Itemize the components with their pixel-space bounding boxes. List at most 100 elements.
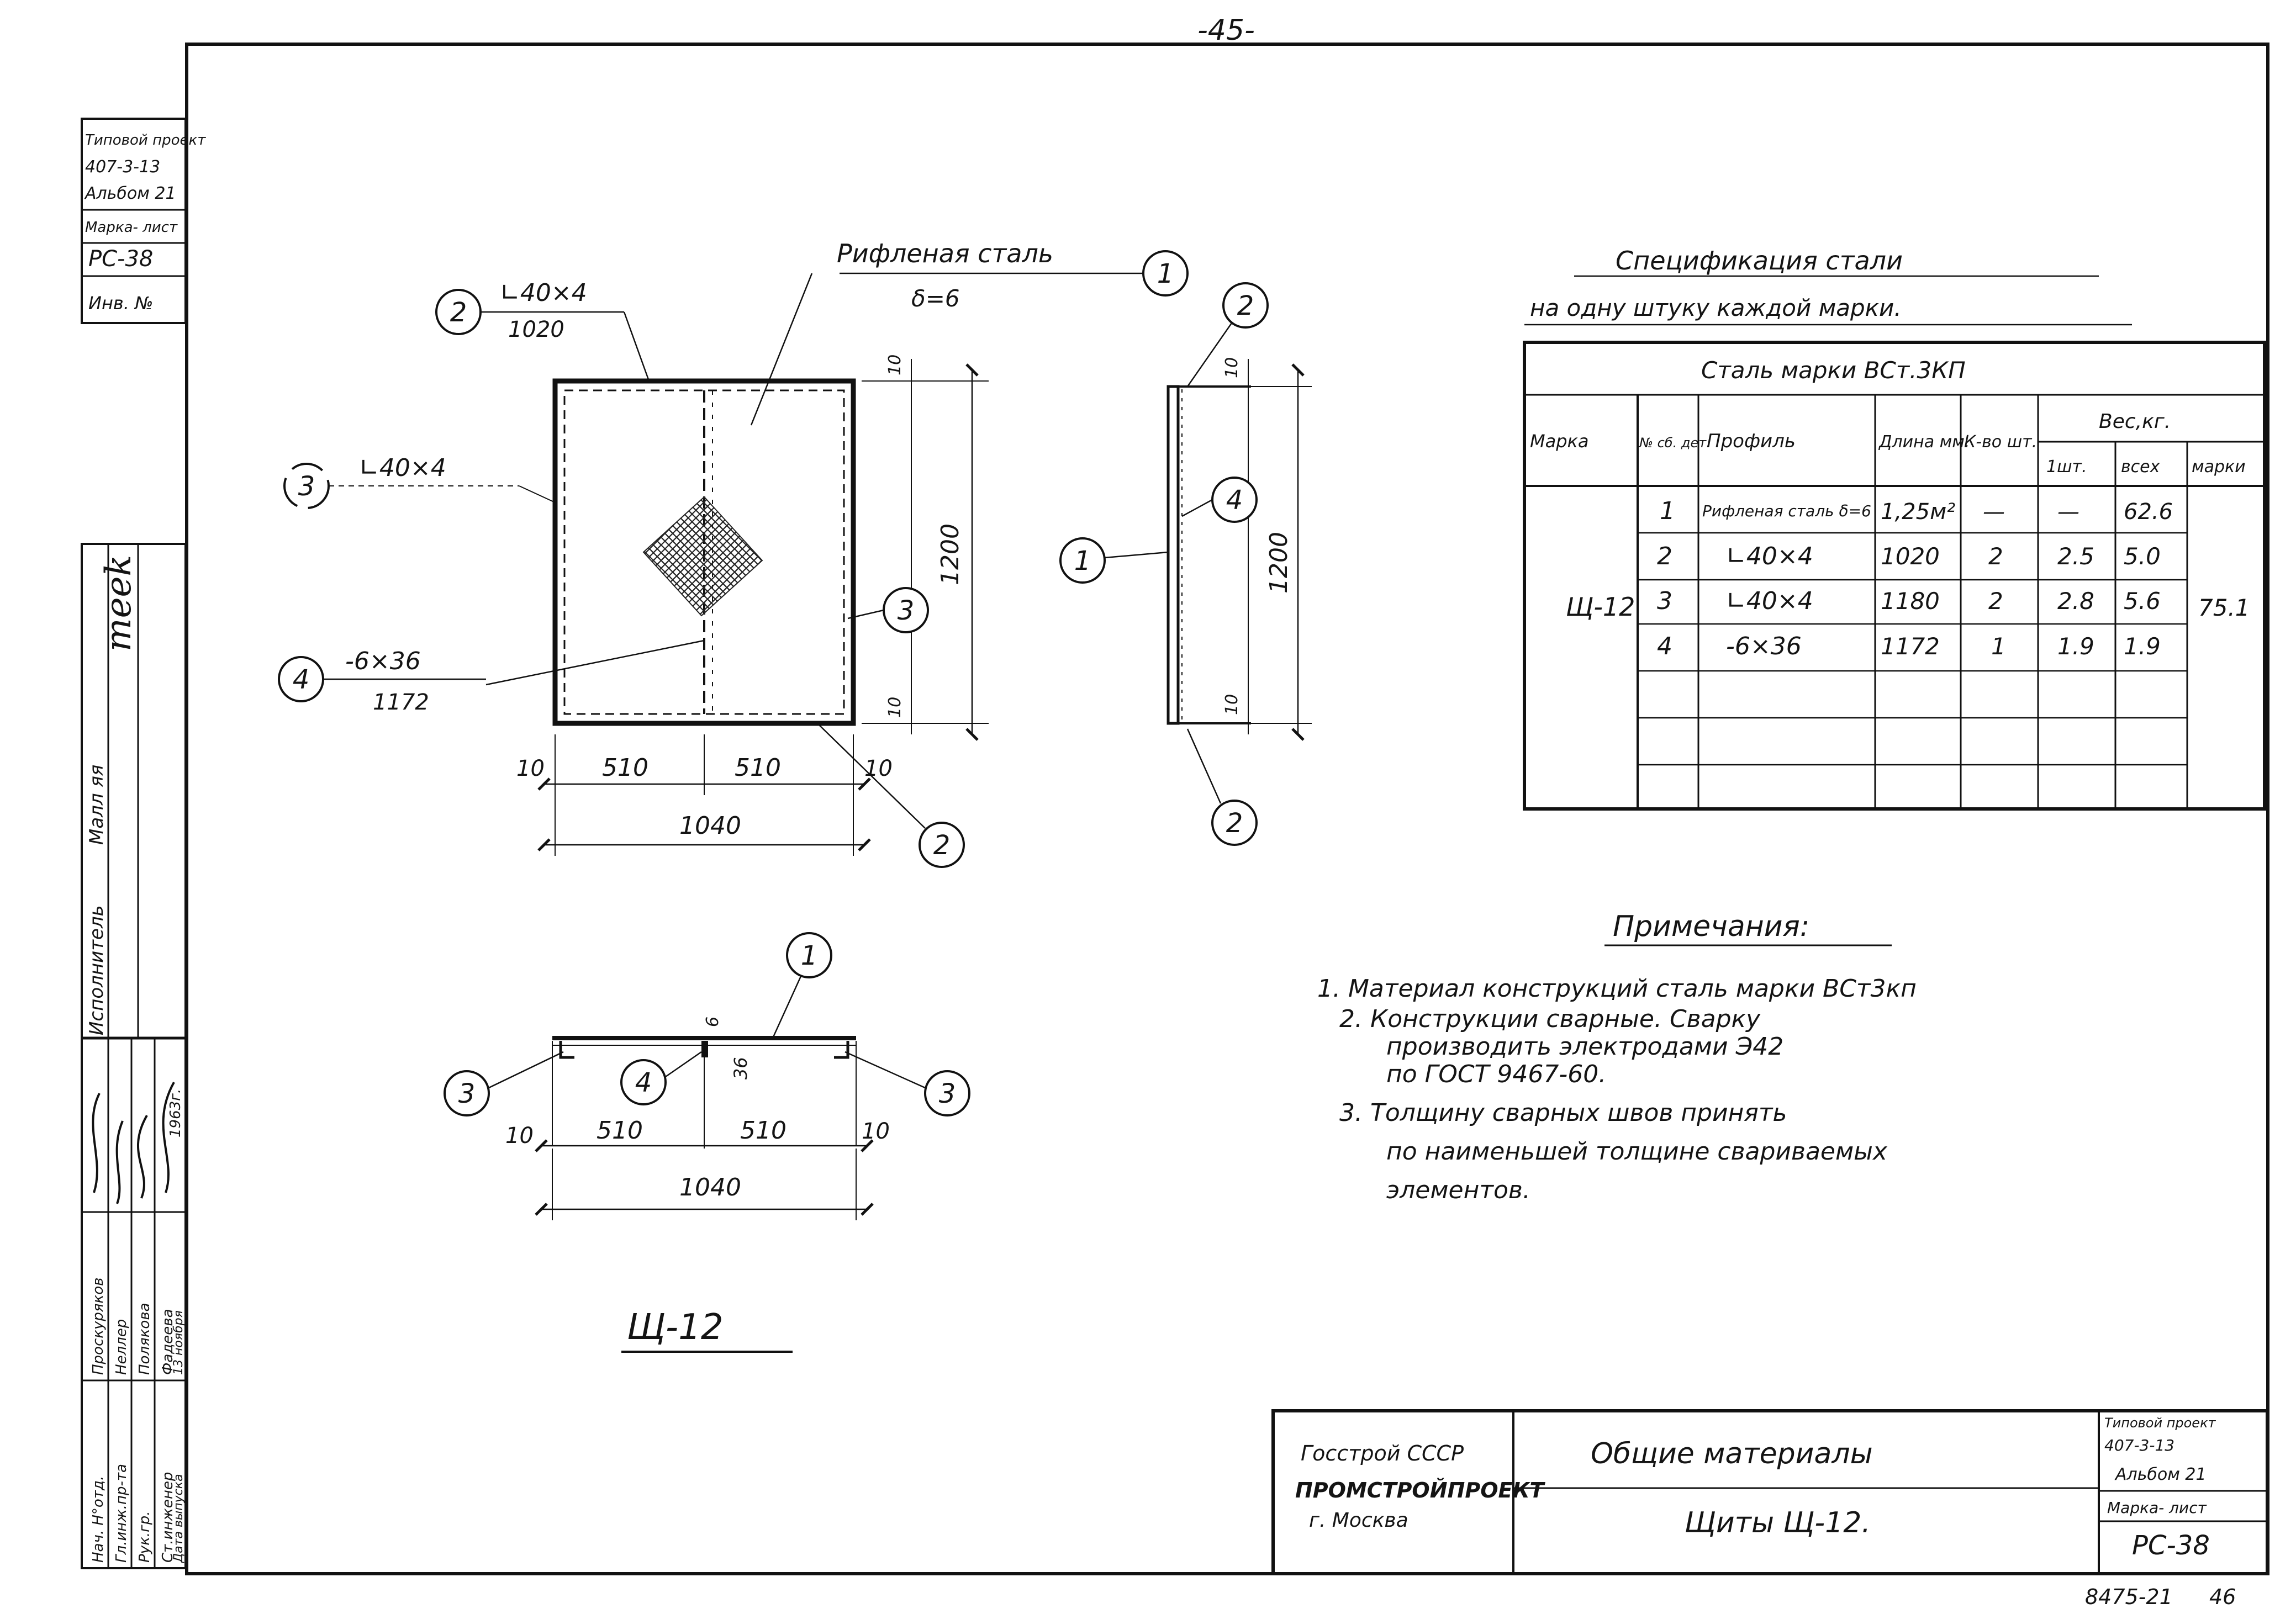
notes-line-1: 1. Материал конструкций сталь марки ВСт3… (1317, 975, 1917, 1003)
section-dim-edge-right: 10 (862, 1119, 890, 1144)
section-dim-strip: 36 (730, 1057, 751, 1079)
spec-row-3-no: 3 (1657, 587, 1672, 615)
section-callout-4-label: 4 (635, 1067, 652, 1098)
tb-project: Типовой проект (2104, 1415, 2216, 1431)
side-callout-2-bottom (1211, 800, 1258, 846)
section-dim-edge-left: 10 (505, 1123, 534, 1149)
spec-row-1-no: 1 (1660, 497, 1675, 525)
stamp-year: 1963г. (167, 1089, 184, 1137)
spec-row-3-profile: ∟40×4 (1726, 587, 1813, 615)
spec-header-mark: Марка (1530, 431, 1588, 452)
side-callout-2-bottom-label: 2 (1226, 808, 1243, 839)
tb-mark-value: РС-38 (2132, 1530, 2210, 1561)
spec-header-part: № сб. дет. (1638, 435, 1711, 451)
spec-row-1-qty: — (1983, 499, 2005, 525)
spec-row-4-total: 1.9 (2124, 633, 2161, 660)
spec-header-profile: Профиль (1707, 430, 1796, 452)
stamp-executor-name: Малл яя (86, 765, 108, 845)
stamp-mark-value: РС-38 (88, 246, 153, 272)
spec-row-4: 4 -6×36 1172 1 1.9 1.9 (1657, 632, 2161, 660)
section-callout-1-label: 1 (801, 940, 818, 971)
footer-number: 46 (2209, 1585, 2236, 1609)
tb-album: Альбом 21 (2114, 1465, 2207, 1484)
stamp-name-4: Фадеева (160, 1309, 176, 1375)
plan-dim-bottom: 10 (885, 697, 905, 718)
plan-callout-3-right-label: 3 (898, 595, 915, 626)
stamp-name-1: Проскуряков (90, 1278, 107, 1375)
stamp-role-3: Рук.гр. (136, 1511, 153, 1563)
section-view: 10 510 510 10 1040 36 6 1 3 4 3 (444, 932, 970, 1220)
section-callout-3-right-label: 3 (939, 1078, 956, 1109)
stamp-role-2: Гл.инж.пр-та (113, 1464, 130, 1563)
spec-header-w-mark: марки (2192, 457, 2246, 477)
spec-header-weight: Вес,кг. (2099, 410, 2171, 433)
stamp-project-number: 407-3-13 (85, 157, 160, 177)
section-callout-3-right (924, 1070, 970, 1116)
stamp-executor-signature: meek (98, 555, 139, 652)
plan-callout-4-profile: -6×36 (345, 647, 421, 675)
spec-row-3-length: 1180 (1881, 588, 1940, 615)
section-callout-1 (786, 932, 832, 978)
spec-row-1: 1 Рифленая сталь δ=6 1,25м² — — 62.6 (1660, 497, 2173, 525)
notes: Примечания: 1. Материал конструкций стал… (1317, 910, 1917, 1204)
spec-mark-weight: 75.1 (2198, 594, 2250, 621)
spec-mark-value: Щ-12 (1566, 592, 1635, 622)
footer-code: 8475-21 (2085, 1585, 2173, 1609)
notes-title: Примечания: (1613, 910, 1809, 943)
stamp-role-1: Нач. Н°отд. (90, 1476, 107, 1563)
plan-dim-edge-right: 10 (864, 756, 893, 781)
spec-row-2-total: 5.0 (2124, 543, 2161, 570)
side-callout-2-top (1222, 282, 1269, 329)
plan-callout-4-length: 1172 (373, 690, 429, 715)
section-dim-half-left: 510 (597, 1116, 643, 1145)
side-dim-bottom: 10 (1222, 694, 1242, 715)
plan-callout-2-bottom (919, 822, 965, 868)
notes-line-6: по наименьшей толщине свариваемых (1386, 1137, 1888, 1166)
section-dim-half-right: 510 (740, 1116, 787, 1145)
page-number: -45- (1197, 14, 1255, 47)
tb-project-number: 407-3-13 (2104, 1436, 2174, 1454)
notes-line-7: элементов. (1386, 1176, 1530, 1204)
stamp-role-5: Дата выпуска (172, 1474, 186, 1563)
spec-header-w-unit: 1шт. (2046, 457, 2087, 477)
tb-org-2: ПРОМСТРОЙПРОЕКТ (1295, 1478, 1546, 1502)
spec-row-2-no: 2 (1657, 542, 1672, 570)
plan-plate-label: Рифленая сталь (837, 239, 1053, 268)
spec-row-1-total: 62.6 (2124, 499, 2173, 525)
side-callout-1 (1059, 537, 1106, 584)
spec-title: Спецификация стали (1616, 246, 1903, 276)
side-dim-top: 10 (1222, 357, 1242, 378)
plan-callout-3-left-label: 3 (298, 471, 315, 502)
section-callout-3-left (444, 1070, 490, 1116)
tb-org-3: г. Москва (1309, 1509, 1408, 1532)
spec-row-4-no: 4 (1657, 632, 1672, 660)
plan-dim-total: 1040 (679, 812, 741, 840)
side-plate (1167, 385, 1180, 725)
spec-row-4-length: 1172 (1881, 633, 1940, 660)
spec-row-2-unit: 2.5 (2057, 543, 2094, 570)
notes-line-4: по ГОСТ 9467-60. (1386, 1060, 1606, 1088)
spec-row-4-unit: 1.9 (2057, 633, 2094, 660)
side-stamp: Типовой проект 407-3-13 Альбом 21 Марка-… (81, 118, 206, 1569)
tb-mark-label: Марка- лист (2107, 1499, 2207, 1517)
stamp-name-5: 13 ноября (172, 1310, 186, 1375)
side-callout-1-label: 1 (1074, 546, 1091, 576)
plan-callout-3-profile: ∟40×4 (359, 454, 446, 482)
plan-frame-outer (552, 378, 856, 726)
spec-row-4-profile: -6×36 (1726, 632, 1802, 660)
spec-row-4-qty: 1 (1991, 633, 2006, 660)
spec-row-2: 2 ∟40×4 1020 2 2.5 5.0 (1657, 542, 2161, 570)
plan-dim-half-left: 510 (602, 754, 648, 782)
spec-row-3-total: 5.6 (2124, 588, 2161, 615)
section-dim-plate: 6 (703, 1017, 722, 1027)
plan-view: 10 510 510 10 1040 1200 10 10 1 Рифленая… (278, 239, 1189, 868)
spec-subtitle: на одну штуку каждой марки. (1530, 294, 1902, 321)
tb-subtitle: Щиты Щ-12. (1685, 1506, 1871, 1539)
title-block: Госстрой СССР ПРОМСТРОЙПРОЕКТ г. Москва … (1271, 1409, 2269, 1575)
spec-row-3: 3 ∟40×4 1180 2 2.8 5.6 (1657, 587, 2161, 615)
stamp-inv-label: Инв. № (88, 293, 153, 314)
side-view: 1200 10 10 2 4 1 2 (1059, 282, 1312, 846)
plan-callout-1-label: 1 (1157, 258, 1174, 289)
spec-row-1-unit: — (2057, 499, 2079, 525)
spec-header-length: Длина мм. (1878, 432, 1970, 452)
